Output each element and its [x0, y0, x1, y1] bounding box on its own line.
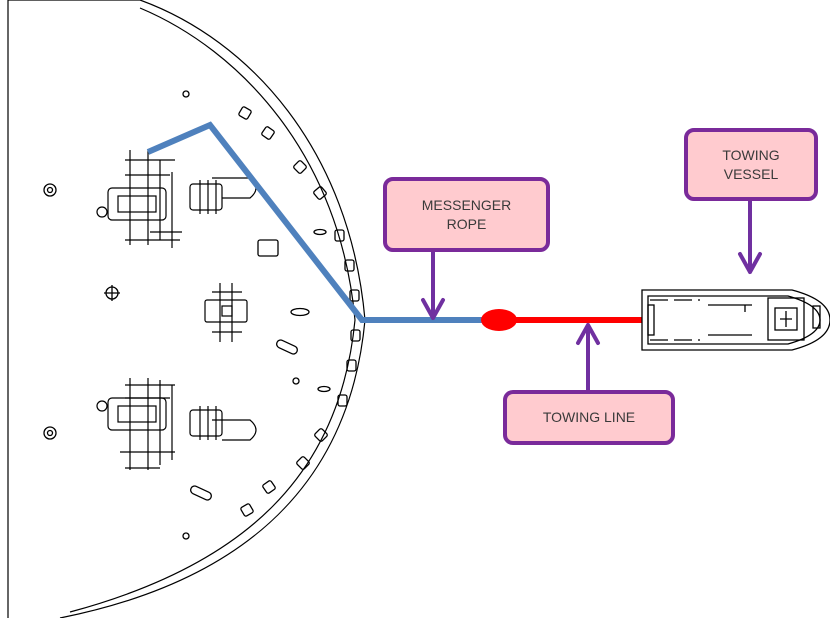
- bollard-icon: [43, 90, 331, 540]
- messenger-rope-line: [146, 121, 488, 323]
- messenger-rope-label: MESSENGER ROPE: [383, 177, 550, 252]
- towing-line-label-text: TOWING LINE: [542, 409, 636, 425]
- mooring-winch-lower: [96, 378, 257, 470]
- deck-outer-hull: [8, 0, 366, 619]
- arrow-towing-line: [576, 323, 600, 392]
- towing-vessel-label-line-2: VESSEL: [723, 165, 779, 182]
- rope-connector: [481, 309, 517, 331]
- capstan-center: [204, 283, 248, 342]
- towing-vessel-label: TOWING VESSEL: [684, 128, 818, 201]
- arrow-towing-vessel: [738, 199, 762, 274]
- arrow-messenger-rope: [421, 250, 445, 320]
- messenger-rope-label-line-1: MESSENGER: [421, 196, 512, 213]
- ship-bow-deck: [7, 0, 366, 619]
- deck-inner-hull: [69, 7, 356, 613]
- towing-line-label: TOWING LINE: [503, 390, 675, 445]
- mooring-winch-upper: [96, 150, 257, 248]
- arrow-icon: [421, 199, 762, 392]
- messenger-rope-label-line-2: ROPE: [446, 215, 487, 232]
- towing-vessel-label-line-1: TOWING: [722, 146, 780, 163]
- fairlead-chocks: [238, 106, 361, 517]
- tugboat-icon: [641, 289, 830, 351]
